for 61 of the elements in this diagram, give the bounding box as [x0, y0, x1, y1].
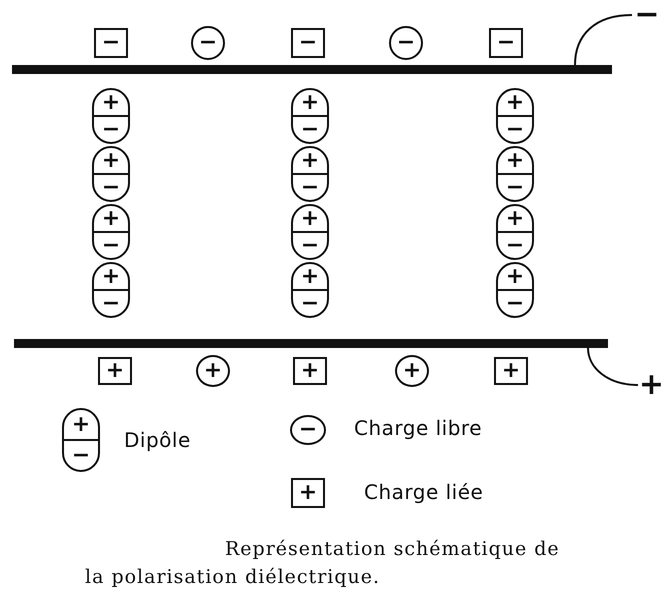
bound-charge-box: − — [94, 28, 128, 58]
free-charge-circle: + — [196, 355, 230, 387]
positive-sign: + — [94, 206, 128, 233]
positive-sign: + — [293, 148, 327, 175]
bound-charge-box: + — [291, 478, 325, 508]
dipole-symbol — [291, 146, 329, 202]
symbol-description: Charge liée — [364, 480, 484, 504]
dipole-symbol — [92, 146, 130, 202]
positive-sign: + — [498, 148, 532, 175]
dipole-symbol — [62, 408, 100, 472]
caption: Représentation schématique de la polarisation diélectrique. — [85, 537, 561, 590]
positive-sign: + — [94, 264, 128, 291]
terminal-sign: + — [638, 370, 665, 400]
bound-charge-box: + — [98, 357, 132, 385]
free-charge-circle: − — [191, 26, 225, 60]
free-charge-circle: − — [290, 415, 326, 445]
negative-sign: − — [300, 117, 320, 142]
negative-sign: − — [300, 175, 320, 200]
negative-sign: − — [504, 233, 526, 258]
bound-charge-box: + — [293, 357, 327, 385]
negative-sign: − — [300, 233, 320, 258]
dipole-symbol — [291, 204, 329, 260]
wire — [574, 14, 632, 66]
dipole-symbol — [92, 262, 130, 318]
positive-sign: + — [498, 264, 532, 291]
positive-sign: + — [94, 90, 128, 117]
dipole-symbol — [496, 204, 534, 260]
capacitor-plate — [12, 65, 612, 74]
positive-sign: + — [293, 206, 327, 233]
positive-sign: + — [293, 264, 327, 291]
negative-sign: − — [504, 175, 526, 200]
positive-sign: + — [498, 90, 532, 117]
negative-sign: − — [100, 175, 122, 200]
positive-sign: + — [293, 90, 327, 117]
bound-charge-box: + — [494, 357, 528, 385]
dipole-symbol — [291, 262, 329, 318]
dipole-symbol — [496, 88, 534, 144]
positive-sign: + — [94, 148, 128, 175]
negative-sign: − — [70, 442, 92, 470]
positive-sign: + — [498, 206, 532, 233]
negative-sign: − — [504, 291, 526, 316]
free-charge-circle: + — [395, 355, 429, 387]
capacitor-plate — [14, 339, 608, 348]
negative-sign: − — [100, 117, 122, 142]
dipole-symbol — [92, 204, 130, 260]
negative-sign: − — [504, 117, 526, 142]
dipole-symbol — [496, 262, 534, 318]
terminal-sign: − — [632, 0, 662, 30]
dipole-symbol — [291, 88, 329, 144]
symbol-description: Dipôle — [124, 428, 191, 452]
positive-sign: + — [64, 410, 98, 441]
wire — [587, 348, 638, 386]
bound-charge-box: − — [291, 28, 325, 58]
dipole-symbol — [496, 146, 534, 202]
free-charge-circle: − — [389, 26, 423, 60]
negative-sign: − — [100, 291, 122, 316]
dipole-symbol — [92, 88, 130, 144]
symbol-description: Charge libre — [354, 416, 482, 440]
negative-sign: − — [300, 291, 320, 316]
negative-sign: − — [100, 233, 122, 258]
bound-charge-box: − — [489, 28, 523, 58]
